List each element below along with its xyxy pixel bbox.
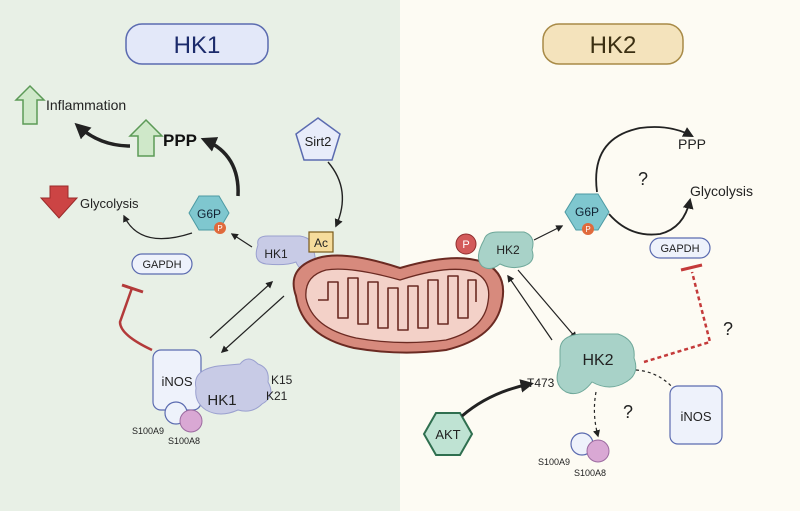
- hk2-lower-shape: [556, 333, 637, 395]
- inos-label-left: iNOS: [161, 374, 192, 389]
- arrow-ppp-to-inflammation: [74, 122, 131, 148]
- arrow-g6p-to-ppp-right: [595, 126, 694, 193]
- inhibition-inos-to-gapdh: [118, 287, 153, 352]
- inhibition-bar-right: [680, 263, 703, 272]
- inhibition-bar-left: [121, 283, 144, 294]
- question-mark-right: ?: [723, 319, 733, 339]
- sirt2-label: Sirt2: [305, 134, 332, 149]
- hk1-complex-label: HK1: [207, 392, 236, 409]
- gapdh-label-left: GAPDH: [142, 259, 181, 271]
- phosphate-icon-hk2: [455, 233, 477, 255]
- arrow-akt-to-t473: [461, 379, 534, 418]
- phosphate-icon-right: [582, 223, 594, 235]
- hk2-title-box: [542, 23, 684, 65]
- hk1-complex-shape: [194, 358, 272, 415]
- hk1-title-box: [125, 23, 269, 65]
- arrow-complex-to-hk1: [209, 281, 274, 339]
- phosphate-label-right: P: [585, 225, 590, 234]
- sirt2-pentagon: [295, 117, 341, 161]
- arrow-hk2-to-hk2-lower: [517, 269, 577, 340]
- question-mark-bottom: ?: [623, 402, 633, 422]
- akt-hexagon: [422, 412, 474, 456]
- gapdh-box-left: [131, 253, 193, 275]
- ppp-label-left: PPP: [163, 131, 197, 150]
- acetyl-label: Ac: [314, 236, 328, 250]
- arrow-hk2-to-g6p: [533, 225, 564, 241]
- arrow-g6p-to-ppp-left: [200, 137, 240, 197]
- g6p-label-left: G6P: [197, 207, 221, 221]
- g6p-label-right: G6P: [575, 205, 599, 219]
- phosphate-icon-left: [214, 222, 226, 234]
- glycolysis-down-arrow-icon: [39, 185, 79, 219]
- g6p-hexagon-right: [564, 193, 610, 231]
- hk2-node-label: HK2: [496, 243, 520, 257]
- ppp-label-right: PPP: [678, 136, 706, 152]
- question-mark-top: ?: [638, 169, 648, 189]
- s100a9-label-right: S100A9: [538, 457, 570, 467]
- s100a8-circle-right: [586, 439, 610, 463]
- inflammation-label: Inflammation: [46, 97, 126, 113]
- s100a8-label-right: S100A8: [574, 468, 606, 478]
- s100a9-label-left: S100A9: [132, 426, 164, 436]
- arrow-hk1-to-g6p: [230, 233, 253, 248]
- gapdh-label-right: GAPDH: [660, 243, 699, 255]
- phosphate-label-hk2: P: [462, 239, 469, 251]
- s100a8-label-left: S100A8: [168, 436, 200, 446]
- inos-label-right: iNOS: [680, 409, 711, 424]
- akt-label: AKT: [435, 427, 460, 442]
- hk1-title: HK1: [174, 32, 221, 59]
- glycolysis-label-left: Glycolysis: [80, 196, 139, 211]
- arrow-g6p-to-glycolysis-right: [608, 197, 694, 236]
- inflammation-up-arrow-icon: [14, 84, 46, 125]
- ppp-up-arrow-icon: [128, 118, 164, 157]
- hk2-title: HK2: [590, 32, 637, 59]
- arrow-gapdh-to-glycolysis-left: [123, 214, 193, 240]
- arrow-hk2-to-inos: [635, 369, 679, 396]
- k21-label: K21: [266, 389, 288, 403]
- inos-box-right: [669, 385, 723, 445]
- s100a8-circle-left: [179, 409, 203, 433]
- hk1-node-label: HK1: [264, 247, 288, 261]
- hk2-lower-label: HK2: [582, 352, 613, 369]
- t473-label: T473: [527, 376, 555, 390]
- arrow-hk1-to-complex: [220, 295, 285, 353]
- arrow-hk2-lower-to-hk2: [507, 274, 553, 341]
- gapdh-box-right: [649, 237, 711, 259]
- acetyl-tag: [308, 231, 334, 253]
- mitochondrion-icon: [292, 254, 504, 354]
- inhibition-hk2-to-gapdh: [643, 271, 712, 364]
- phosphate-label-left: P: [217, 224, 222, 233]
- k15-label: K15: [271, 373, 293, 387]
- glycolysis-label-right: Glycolysis: [690, 183, 753, 199]
- arrow-sirt2-to-ac: [327, 161, 344, 228]
- hk2-node-shape: [478, 231, 534, 270]
